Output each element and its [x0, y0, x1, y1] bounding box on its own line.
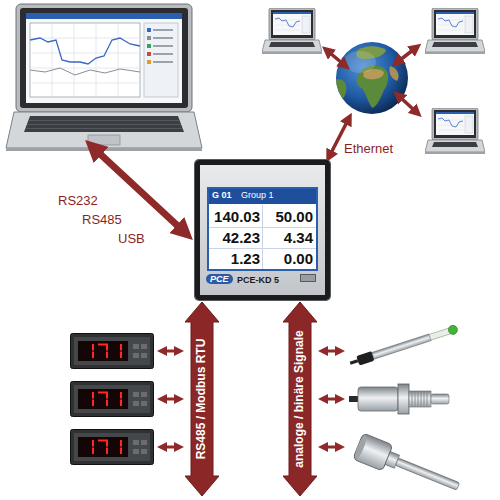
- laptop-computer: [24, 116, 184, 132]
- laptop-computer: [30, 38, 140, 64]
- measured-value: 0.00: [284, 250, 313, 267]
- laptop-computer: [6, 4, 202, 151]
- sensor-arrow: [326, 398, 337, 401]
- laptop-computer: [147, 52, 151, 56]
- globe: [344, 51, 376, 73]
- sensor-arrow: [326, 446, 337, 449]
- laptop-computer: [6, 148, 202, 151]
- band-label: analoge / binäre Signale: [293, 330, 307, 467]
- model-name: PCE-KD 5: [237, 275, 279, 285]
- ph-electrode-sensor: [350, 359, 359, 364]
- meter-arrow: [165, 398, 176, 401]
- laptop-computer: [147, 60, 151, 64]
- measured-value: 42.23: [222, 229, 260, 246]
- laptop-computer: [30, 23, 140, 97]
- globe: [336, 79, 346, 100]
- cell-divider: [262, 205, 263, 269]
- panel-meter: [71, 430, 154, 465]
- laptop-computer: [26, 13, 182, 103]
- threaded-sensor: [431, 394, 449, 404]
- panel-meter: [71, 334, 154, 369]
- ph-electrode-sensor: [356, 351, 374, 365]
- laptop-computer: [144, 23, 178, 97]
- laptop-computer: [26, 13, 182, 19]
- double-arrow-shape: [283, 302, 317, 496]
- laptop-computer: [147, 36, 151, 40]
- globe: [336, 46, 399, 108]
- measured-value: 140.03: [214, 208, 260, 225]
- globe: [389, 66, 398, 81]
- laptop-computer: [16, 4, 192, 112]
- measured-value: 4.34: [284, 229, 313, 246]
- signal-arrow: analoge / binäre Signale: [283, 302, 317, 496]
- sensor-arrow: [326, 351, 337, 447]
- display-screen: G 01 Group 1 140.03 50.00 42.23 4.34 1.23 0.00: [207, 187, 318, 271]
- usb-port: [300, 274, 316, 282]
- cell-divider: [209, 227, 316, 228]
- ph-electrode-sensor: [372, 334, 431, 359]
- controller-device: PCE PCE-KD 5 G 01 Group 1 140.03 50.00 42.23 4.…: [195, 160, 330, 300]
- interface-name: USB: [118, 232, 145, 247]
- sensor-arrow: [326, 350, 337, 353]
- globe: [336, 42, 408, 114]
- interface-name: RS485: [82, 213, 122, 228]
- laptop-computer: [20, 8, 188, 108]
- laptop-computer: [153, 29, 173, 31]
- network-laptop: [425, 8, 485, 54]
- brand-logo: PCE: [206, 274, 233, 284]
- meter-arrow: [165, 446, 176, 449]
- laptop-computer: [153, 45, 173, 47]
- network-name: Ethernet: [344, 142, 393, 157]
- laptop-computer: [153, 37, 173, 39]
- rod-sensor: [353, 433, 464, 499]
- laptop-computer: [26, 121, 182, 129]
- network-arrow: [400, 50, 413, 60]
- rod-sensor: [353, 434, 368, 460]
- network-arrow: [330, 53, 342, 63]
- network-laptop: [425, 108, 485, 154]
- network-laptop: [262, 8, 322, 54]
- laptop-computer: [6, 112, 202, 148]
- meter-arrow: [165, 351, 176, 447]
- cell-divider: [209, 248, 316, 249]
- laptop-computer: [153, 61, 173, 63]
- ph-electrode-sensor: [447, 324, 458, 335]
- threaded-sensor: [412, 391, 427, 407]
- measured-value: 1.23: [231, 250, 260, 267]
- laptop-computer: [153, 53, 173, 55]
- double-arrow-shape: [185, 302, 219, 496]
- meter-arrow: [165, 350, 176, 353]
- threaded-sensor: [398, 384, 409, 414]
- bus-arrow: RS485 / Modbus RTU: [185, 302, 219, 496]
- ph-electrode-sensor: [349, 324, 459, 368]
- laptop-computer: [147, 28, 151, 32]
- network-arrow: [401, 98, 414, 110]
- rod-sensor: [395, 458, 459, 490]
- globe: [336, 42, 408, 114]
- interface-name: RS232: [58, 194, 98, 209]
- panel-meter: [71, 382, 154, 417]
- laptop-computer: [30, 23, 140, 97]
- laptop-computer: [147, 44, 151, 48]
- band-label: RS485 / Modbus RTU: [195, 339, 209, 460]
- group-number: G 01: [212, 190, 232, 200]
- laptop-computer: [30, 68, 140, 75]
- network-arrow: [330, 50, 414, 153]
- group-name: Group 1: [241, 190, 274, 200]
- threaded-sensor: [349, 384, 449, 414]
- threaded-sensor: [358, 387, 398, 411]
- threaded-sensor: [409, 391, 431, 407]
- laptop-computer: [88, 135, 120, 145]
- measured-value: 50.00: [275, 208, 313, 225]
